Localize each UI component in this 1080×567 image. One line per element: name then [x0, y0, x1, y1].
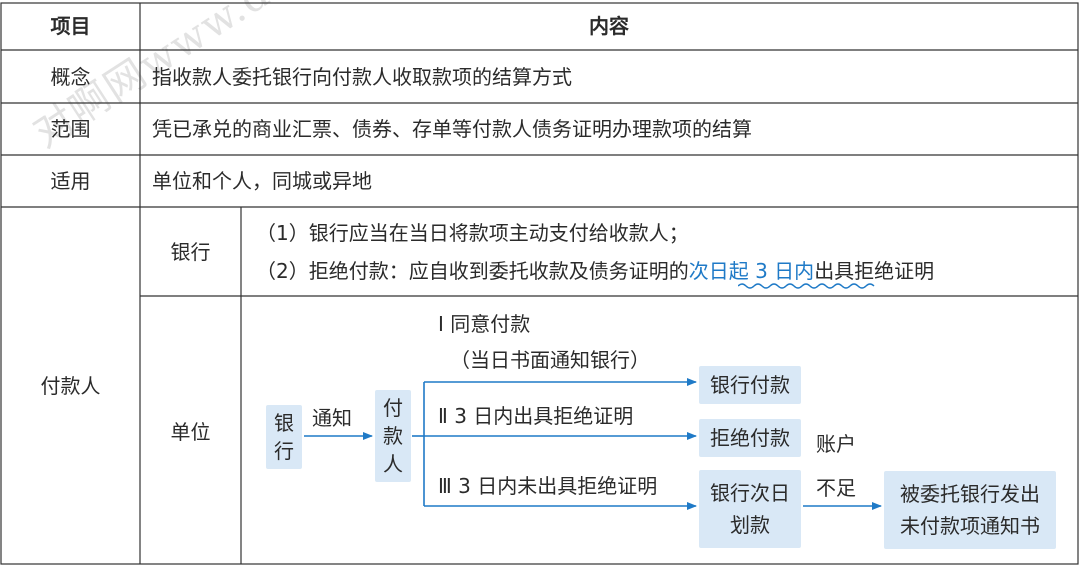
result-next-day-line2: 划款 — [730, 513, 770, 537]
flow-payer-box: 付款人 — [375, 390, 411, 482]
result-next-day-line1: 银行次日 — [710, 481, 790, 505]
usage-label: 适用 — [50, 169, 91, 193]
bank-rule-2: （2）拒绝付款：应自收到委托收款及债务证明的次日起 3 日内出具拒绝证明 — [256, 259, 934, 283]
result-refuse-payment: 拒绝付款 — [699, 419, 801, 457]
bank-label: 银行 — [170, 240, 211, 264]
scope-text: 凭已承兑的商业汇票、债券、存单等付款人债务证明办理款项的结算 — [152, 117, 752, 141]
usage-text: 单位和个人，同城或异地 — [152, 169, 372, 193]
option-2-title: Ⅱ 3 日内出具拒绝证明 — [438, 404, 634, 428]
result-bank-pays: 银行付款 — [699, 366, 801, 404]
payer-label: 付款人 — [40, 374, 101, 398]
final-notice-line1: 被委托银行发出 — [900, 482, 1040, 506]
bank-rule-2-suffix: 出具拒绝证明 — [814, 259, 935, 283]
concept-text: 指收款人委托银行向付款人收取款项的结算方式 — [152, 65, 572, 89]
option-1-title: Ⅰ 同意付款 — [438, 312, 531, 336]
final-notice-box: 被委托银行发出 未付款项通知书 — [884, 471, 1056, 549]
option-3-title: Ⅲ 3 日内未出具拒绝证明 — [438, 474, 658, 498]
insufficient-label-top: 账户 — [816, 432, 856, 456]
header-item: 项目 — [50, 14, 91, 38]
concept-label: 概念 — [50, 65, 91, 89]
deadline-highlight: 次日起 3 日内 — [688, 259, 815, 283]
bank-rule-1: （1）银行应当在当日将款项主动支付给收款人； — [256, 221, 689, 245]
flow-bank-box: 银行 — [266, 405, 302, 469]
flow-notify-label: 通知 — [312, 406, 352, 430]
bank-rule-2-prefix: （2）拒绝付款：应自收到委托收款及债务证明的 — [256, 259, 689, 283]
option-1-subtitle: （当日书面通知银行） — [450, 348, 650, 372]
header-content: 内容 — [589, 14, 629, 38]
final-notice-line2: 未付款项通知书 — [900, 514, 1040, 538]
insufficient-label-bottom: 不足 — [816, 476, 856, 500]
result-next-day-transfer: 银行次日 划款 — [699, 470, 801, 548]
scope-label: 范围 — [50, 117, 91, 141]
unit-label: 单位 — [170, 420, 211, 444]
wavy-underline — [738, 283, 875, 289]
